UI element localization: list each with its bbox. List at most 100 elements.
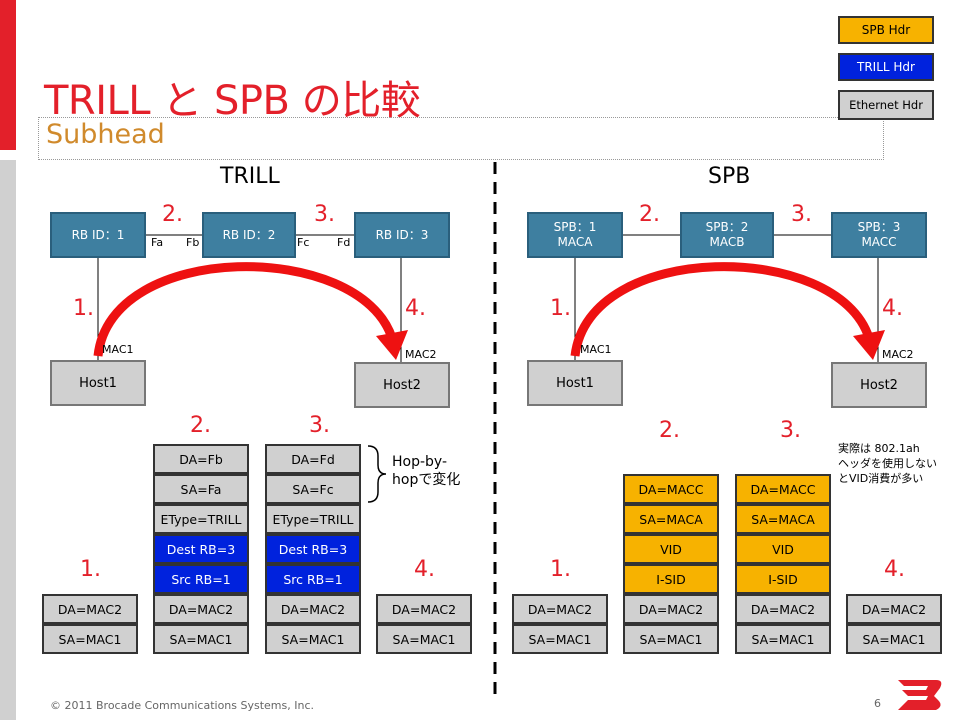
- spb-node-2: SPB：2 MACB: [680, 212, 774, 258]
- spb-f3-outer-da: DA=MACC: [735, 474, 831, 504]
- trill-frame-label-3: 3.: [309, 413, 330, 438]
- spb-f3-vid: VID: [735, 534, 831, 564]
- legend-spb-hdr: SPB Hdr: [838, 16, 934, 44]
- spb-frame-label-3: 3.: [780, 418, 801, 443]
- trill-arrow-head: [376, 330, 408, 360]
- spb-frame-label-4: 4.: [884, 557, 905, 582]
- subhead: Subhead: [46, 119, 165, 150]
- spb-node-1-id: SPB：1: [553, 220, 597, 234]
- trill-host1: Host1: [50, 360, 146, 406]
- spb-step-3-link: 3.: [791, 202, 812, 227]
- trill-node-rb2: RB ID：2: [202, 212, 296, 258]
- spb-f2-vid: VID: [623, 534, 719, 564]
- spb-node-3: SPB：3 MACC: [831, 212, 927, 258]
- hop-by-hop-note: Hop-by- hopで変化: [392, 453, 460, 489]
- trill-frame-label-2: 2.: [190, 413, 211, 438]
- spb-forward-arrow: [570, 262, 874, 357]
- trill-node-rb1: RB ID：1: [50, 212, 146, 258]
- hop-brace: [367, 445, 387, 503]
- hop-note-line-2: hopで変化: [392, 472, 461, 488]
- legend-ethernet-hdr: Ethernet Hdr: [838, 90, 934, 120]
- trill-f2-da: DA=MAC2: [153, 594, 249, 624]
- accent-bar-gray: [0, 160, 16, 720]
- trill-f3-outer-da: DA=Fd: [265, 444, 361, 474]
- trill-step-4-host: 4.: [405, 296, 426, 321]
- spb-frame-label-2: 2.: [659, 418, 680, 443]
- page-number: 6: [874, 697, 881, 710]
- spb-f1-da: DA=MAC2: [512, 594, 608, 624]
- spb-section-title: SPB: [708, 164, 751, 189]
- brocade-logo-icon: [898, 680, 942, 710]
- spb-f2-outer-sa: SA=MACA: [623, 504, 719, 534]
- trill-f3-sa: SA=MAC1: [265, 624, 361, 654]
- spb-f3-isid: I-SID: [735, 564, 831, 594]
- trill-port-fb: Fb: [186, 236, 200, 249]
- spb-f2-outer-da: DA=MACC: [623, 474, 719, 504]
- spb-f2-isid: I-SID: [623, 564, 719, 594]
- trill-step-2-link: 2.: [162, 202, 183, 227]
- footer-copyright: © 2011 Brocade Communications Systems, I…: [50, 699, 315, 712]
- trill-node-rb3: RB ID：3: [354, 212, 450, 258]
- spb-note-line-1: 実際は 802.1ah: [838, 442, 920, 455]
- spb-vid-note: 実際は 802.1ah ヘッダを使用しない とVID消費が多い: [838, 441, 937, 486]
- spb-mac1: MAC1: [580, 343, 612, 356]
- legend-trill-hdr: TRILL Hdr: [838, 53, 934, 81]
- spb-node-2-mac: MACB: [709, 235, 745, 249]
- trill-f2-outer-da: DA=Fb: [153, 444, 249, 474]
- spb-f3-da: DA=MAC2: [735, 594, 831, 624]
- spb-frame-label-1: 1.: [550, 557, 571, 582]
- spb-step-1-host: 1.: [550, 296, 571, 321]
- spb-f3-outer-sa: SA=MACA: [735, 504, 831, 534]
- spb-f4-sa: SA=MAC1: [846, 624, 942, 654]
- spb-step-2-link: 2.: [639, 202, 660, 227]
- trill-frame-label-4: 4.: [414, 557, 435, 582]
- trill-f2-src-rb: Src RB=1: [153, 564, 249, 594]
- trill-f2-sa: SA=MAC1: [153, 624, 249, 654]
- trill-section-title: TRILL: [220, 164, 280, 189]
- trill-f3-da: DA=MAC2: [265, 594, 361, 624]
- trill-f1-sa: SA=MAC1: [42, 624, 138, 654]
- trill-f4-sa: SA=MAC1: [376, 624, 472, 654]
- trill-f3-etype: EType=TRILL: [265, 504, 361, 534]
- spb-f2-sa: SA=MAC1: [623, 624, 719, 654]
- spb-f1-sa: SA=MAC1: [512, 624, 608, 654]
- accent-bar-red: [0, 0, 16, 150]
- trill-f3-src-rb: Src RB=1: [265, 564, 361, 594]
- spb-node-3-mac: MACC: [861, 235, 897, 249]
- hop-note-line-1: Hop-by-: [392, 454, 448, 470]
- trill-port-fd: Fd: [337, 236, 351, 249]
- spb-node-2-id: SPB：2: [705, 220, 749, 234]
- trill-f2-dest-rb: Dest RB=3: [153, 534, 249, 564]
- spb-note-line-3: とVID消費が多い: [838, 472, 924, 485]
- trill-f1-da: DA=MAC2: [42, 594, 138, 624]
- trill-f3-dest-rb: Dest RB=3: [265, 534, 361, 564]
- trill-frame-label-1: 1.: [80, 557, 101, 582]
- trill-f4-da: DA=MAC2: [376, 594, 472, 624]
- trill-mac1: MAC1: [102, 343, 134, 356]
- spb-step-4-host: 4.: [882, 296, 903, 321]
- spb-host2: Host2: [831, 362, 927, 408]
- trill-mac2: MAC2: [405, 348, 437, 361]
- trill-port-fa: Fa: [151, 236, 164, 249]
- trill-f3-outer-sa: SA=Fc: [265, 474, 361, 504]
- spb-host1: Host1: [527, 360, 623, 406]
- spb-note-line-2: ヘッダを使用しない: [838, 457, 937, 470]
- spb-node-1: SPB：1 MACA: [527, 212, 623, 258]
- spb-node-3-id: SPB：3: [857, 220, 901, 234]
- trill-f2-outer-sa: SA=Fa: [153, 474, 249, 504]
- page-title: TRILL と SPB の比較: [44, 78, 421, 124]
- trill-f2-etype: EType=TRILL: [153, 504, 249, 534]
- trill-host2: Host2: [354, 362, 450, 408]
- spb-node-1-mac: MACA: [557, 235, 593, 249]
- spb-f4-da: DA=MAC2: [846, 594, 942, 624]
- spb-f2-da: DA=MAC2: [623, 594, 719, 624]
- trill-port-fc: Fc: [297, 236, 310, 249]
- trill-forward-arrow: [93, 262, 397, 357]
- spb-mac2: MAC2: [882, 348, 914, 361]
- spb-f3-sa: SA=MAC1: [735, 624, 831, 654]
- trill-step-1-host: 1.: [73, 296, 94, 321]
- trill-step-3-link: 3.: [314, 202, 335, 227]
- subhead-box: [38, 117, 884, 160]
- spb-arrow-head: [853, 330, 885, 360]
